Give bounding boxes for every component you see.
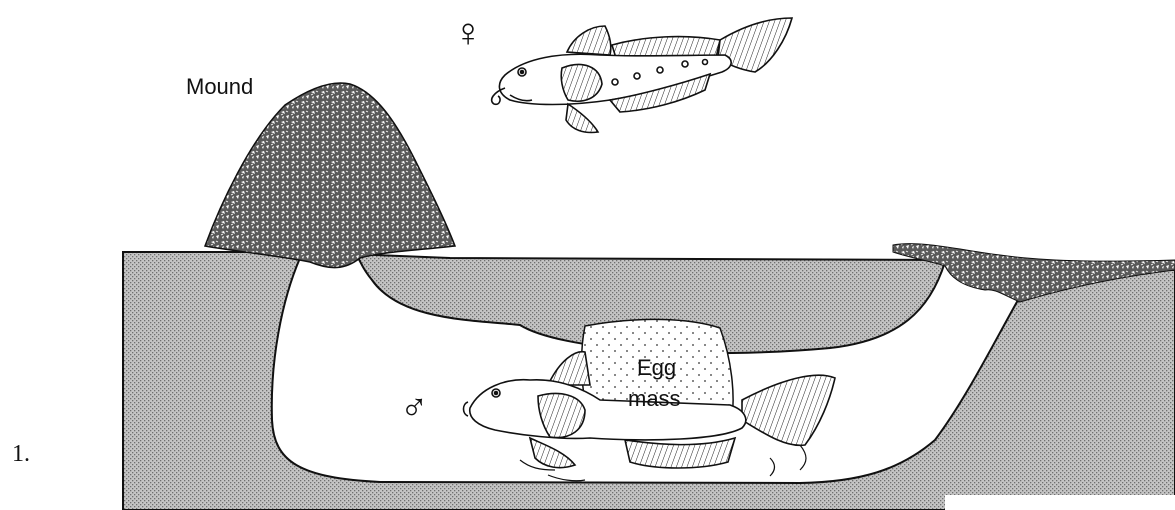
egg-mass-label-line2: mass bbox=[628, 386, 681, 411]
egg-mass-label-line1: Egg bbox=[637, 355, 676, 380]
male-symbol: ♂ bbox=[400, 387, 429, 429]
female-fish bbox=[492, 18, 792, 133]
female-symbol: ♀ bbox=[453, 11, 483, 55]
mound bbox=[205, 83, 455, 268]
corner-gap bbox=[945, 495, 1175, 510]
mound-label: Mound bbox=[186, 74, 253, 99]
